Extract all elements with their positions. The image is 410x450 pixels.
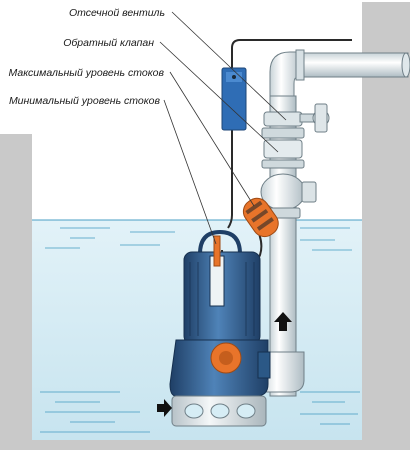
control-box	[221, 67, 247, 131]
label-shutoff-valve: Отсечной вентиль	[69, 7, 165, 19]
float-switch	[242, 197, 279, 238]
flow-arrow-right-icon	[157, 399, 172, 417]
discharge-pipe	[260, 49, 410, 397]
label-max-level: Максимальный уровень стоков	[9, 67, 165, 79]
label-check-valve: Обратный клапан	[63, 37, 154, 49]
submersible-pump	[169, 229, 271, 427]
power-cable	[227, 39, 352, 229]
leader-lines	[159, 11, 287, 245]
label-min-level: Минимальный уровень стоков	[9, 95, 161, 107]
flow-arrow-up-icon	[274, 312, 292, 331]
